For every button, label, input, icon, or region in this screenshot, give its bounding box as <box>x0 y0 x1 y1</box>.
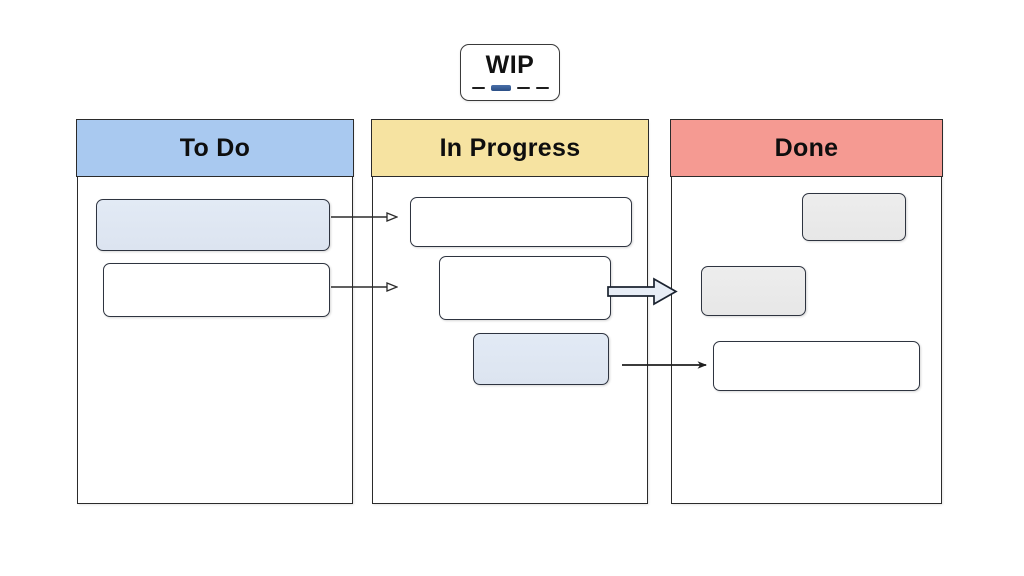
wip-badge[interactable]: WIP <box>460 44 560 101</box>
column-header-done: Done <box>670 119 943 178</box>
card-todo-1[interactable] <box>96 199 330 251</box>
column-title-todo: To Do <box>179 133 251 162</box>
card-in-progress-2[interactable] <box>439 256 611 320</box>
wip-badge-dashes <box>461 85 559 91</box>
card-done-3[interactable] <box>713 341 920 391</box>
column-done[interactable]: Done <box>670 119 943 504</box>
card-done-2[interactable] <box>701 266 806 316</box>
column-in-progress[interactable]: In Progress <box>371 119 649 504</box>
column-title-in-progress: In Progress <box>439 133 581 162</box>
column-header-in-progress: In Progress <box>371 119 649 178</box>
card-done-1[interactable] <box>802 193 906 241</box>
card-in-progress-1[interactable] <box>410 197 632 247</box>
wip-dash-0 <box>471 86 485 90</box>
card-todo-2[interactable] <box>103 263 330 317</box>
wip-dash-1-accent <box>490 85 511 91</box>
column-header-todo: To Do <box>76 119 354 178</box>
wip-dash-2 <box>516 86 530 90</box>
wip-badge-label: WIP <box>485 51 535 79</box>
card-in-progress-3[interactable] <box>473 333 609 385</box>
wip-dash-3 <box>535 86 549 90</box>
column-title-done: Done <box>774 133 839 162</box>
column-todo[interactable]: To Do <box>76 119 354 504</box>
